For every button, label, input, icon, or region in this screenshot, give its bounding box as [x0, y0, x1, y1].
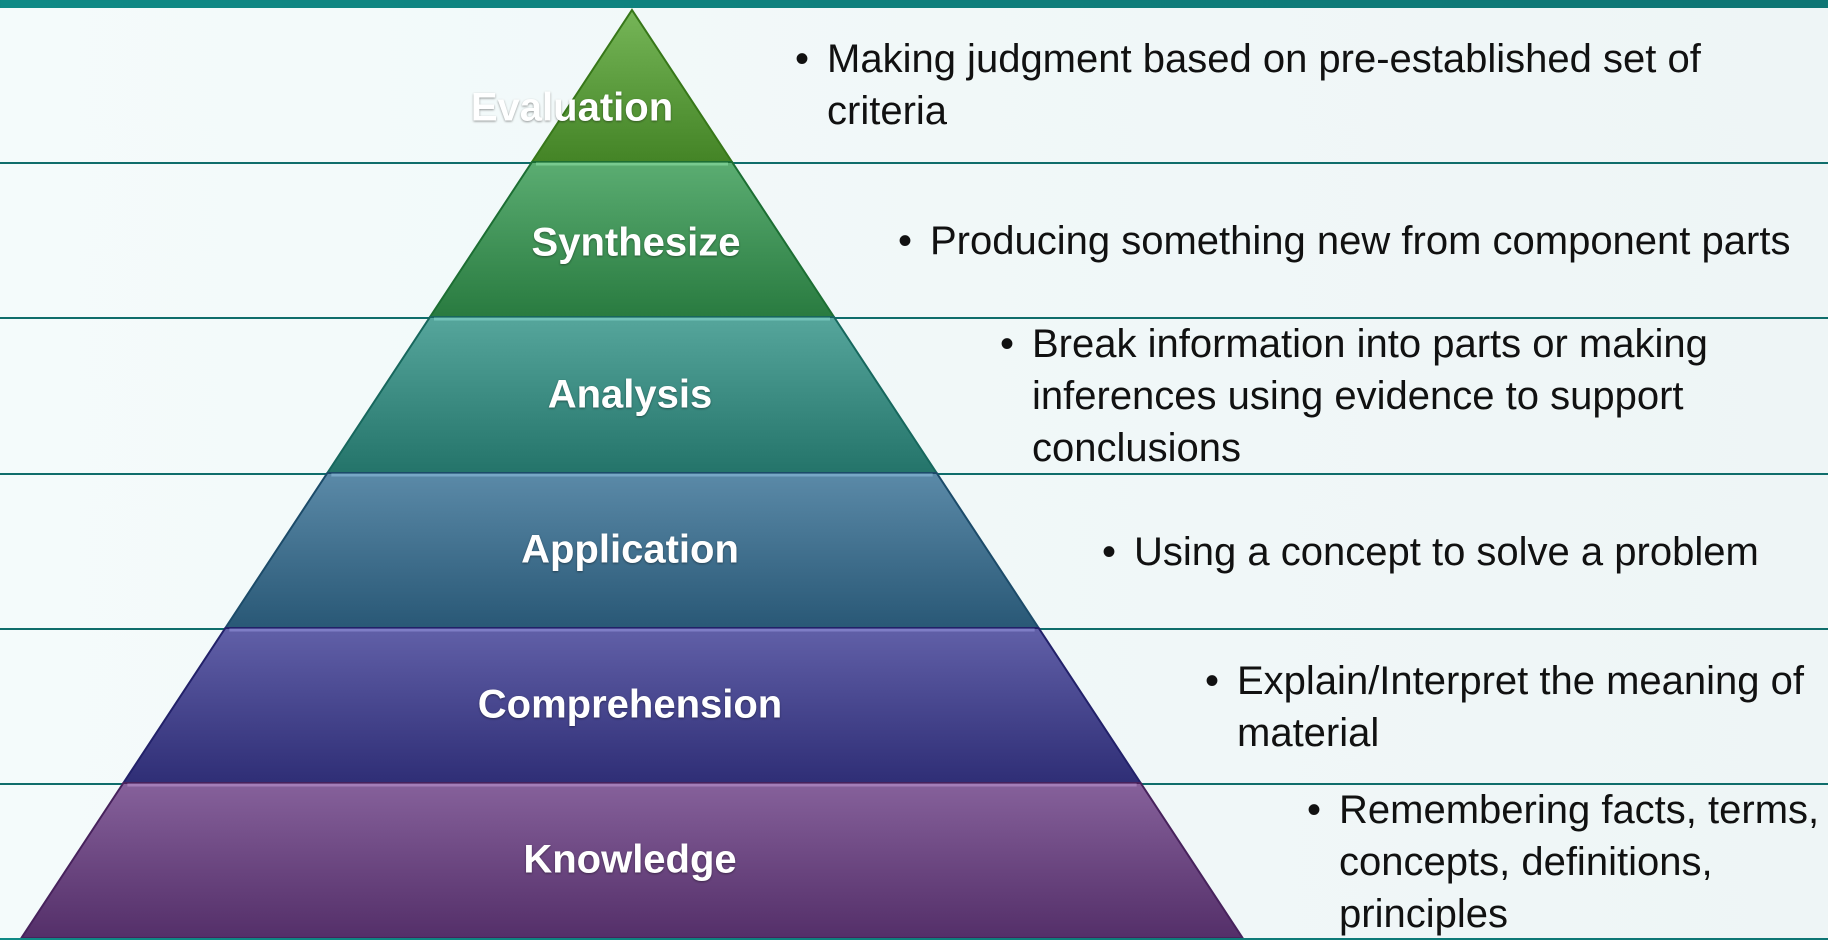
description-item: Break information into parts or making i… — [1000, 318, 1820, 474]
tier-label: Analysis — [547, 372, 713, 417]
tier-label: Evaluation — [470, 85, 674, 130]
description-row: Break information into parts or making i… — [0, 317, 1828, 473]
description-text: Using a concept to solve a problem — [1134, 529, 1759, 574]
description-item: Using a concept to solve a problem — [1102, 526, 1759, 578]
tier-label: Synthesize — [531, 220, 741, 265]
description-item: Explain/Interpret the meaning of materia… — [1205, 655, 1820, 759]
description-item: Remembering facts, terms, concepts, defi… — [1307, 784, 1820, 940]
description-item: Making judgment based on pre-established… — [795, 33, 1820, 137]
tier-label: Knowledge — [523, 837, 737, 882]
description-text: Making judgment based on pre-established… — [827, 37, 1701, 133]
description-row: Making judgment based on pre-established… — [0, 8, 1828, 162]
pyramid-tier — [20, 782, 1244, 938]
tier-label: Application — [521, 527, 739, 572]
tier-label: Comprehension — [477, 682, 783, 727]
description-row: Producing something new from component p… — [0, 162, 1828, 317]
description-text: Remembering facts, terms, concepts, defi… — [1339, 787, 1820, 936]
description-text: Producing something new from component p… — [930, 218, 1791, 263]
description-text: Explain/Interpret the meaning of materia… — [1237, 658, 1805, 755]
description-text: Break information into parts or making i… — [1032, 322, 1708, 470]
description-item: Producing something new from component p… — [898, 215, 1790, 267]
